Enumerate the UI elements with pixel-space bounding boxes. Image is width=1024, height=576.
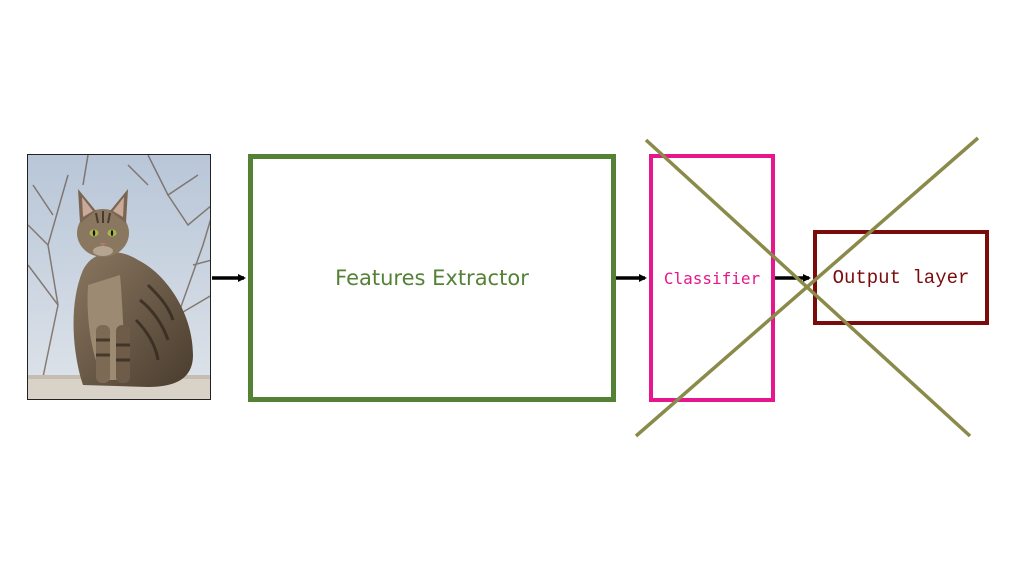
cat-image [27, 154, 211, 400]
output-layer-label: Output layer [832, 266, 970, 289]
classifier-label: Classifier [663, 268, 761, 288]
features-extractor-box: Features Extractor [248, 154, 616, 402]
cat-photo-graphic [28, 155, 210, 399]
features-extractor-label: Features Extractor [335, 266, 529, 290]
output-layer-box: Output layer [813, 230, 989, 325]
cross-out-line-2 [634, 136, 980, 438]
classifier-box: Classifier [649, 154, 775, 402]
